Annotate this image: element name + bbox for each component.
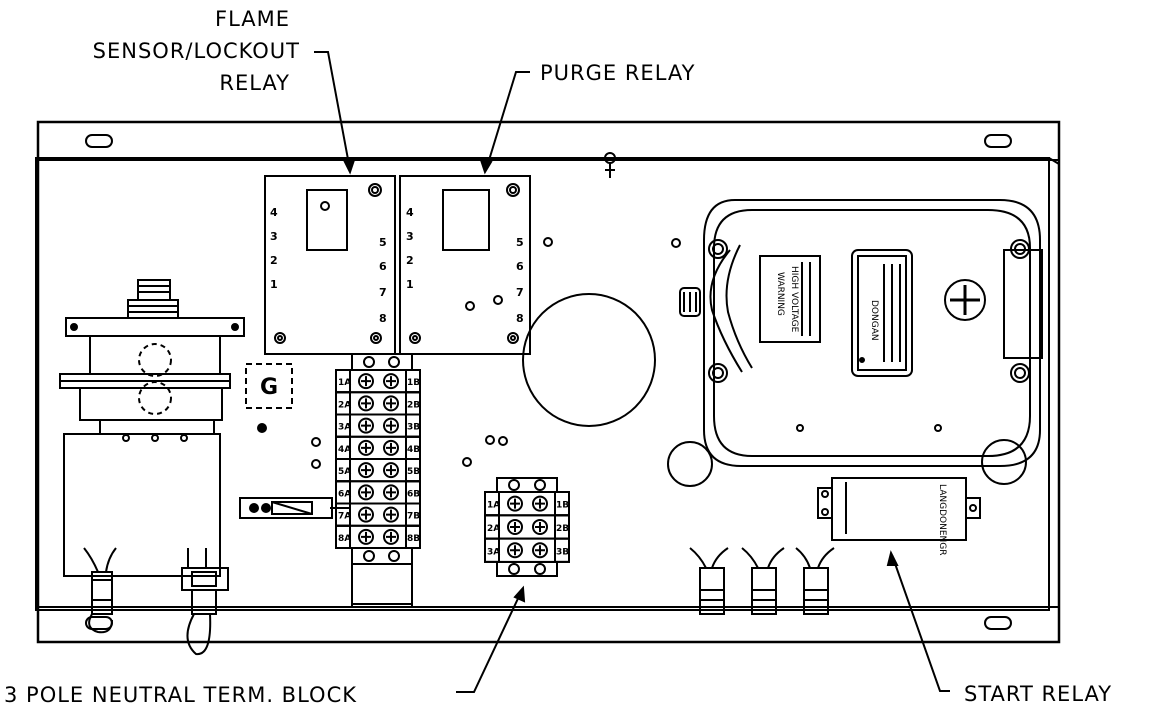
flame-sensor-relay: 4 3 2 1 5 6 7 8 bbox=[264, 175, 396, 355]
transformer-warning-line1: WARNING bbox=[775, 272, 785, 316]
terminal-label-right: 8B bbox=[407, 534, 420, 544]
callout-leaders bbox=[314, 51, 950, 693]
terminal-label: 3 bbox=[270, 230, 278, 243]
terminal-label-left: 3A bbox=[338, 423, 351, 433]
purge-relay-label: PURGE RELAY bbox=[540, 61, 695, 85]
terminal-label: 4 bbox=[270, 206, 278, 219]
start-relay-label: START RELAY bbox=[964, 682, 1112, 706]
terminal-label-left: 1A bbox=[338, 378, 351, 388]
terminal-label-right: 2B bbox=[407, 400, 420, 410]
mount-slot-bottom-right bbox=[984, 616, 1012, 630]
terminal-label-left: 6A bbox=[338, 489, 351, 499]
neutral-terminal-block: 1A 1B 2A 2B 3A 3B bbox=[484, 477, 570, 577]
terminal-label: 8 bbox=[379, 312, 387, 325]
terminal-label: 2 bbox=[406, 254, 414, 267]
terminal-label: 7 bbox=[516, 286, 524, 299]
terminal-label-left: 1A bbox=[487, 501, 500, 511]
cable-connectors bbox=[83, 547, 835, 656]
ground-label: G bbox=[260, 375, 278, 400]
start-relay: LANGDONENGR bbox=[817, 477, 981, 555]
terminal-label-right: 7B bbox=[407, 512, 420, 522]
neutral-block-label: 3 POLE NEUTRAL TERM. BLOCK bbox=[4, 683, 357, 707]
terminal-label-right: 3B bbox=[407, 423, 420, 433]
terminal-label-right: 1B bbox=[556, 501, 569, 511]
terminal-label: 4 bbox=[406, 206, 414, 219]
terminal-label-left: 4A bbox=[338, 445, 351, 455]
terminal-label-right: 3B bbox=[556, 547, 569, 557]
purge-relay: 4 3 2 1 5 6 7 8 bbox=[399, 175, 531, 355]
terminal-label-right: 4B bbox=[407, 445, 420, 455]
terminal-label: 7 bbox=[379, 286, 387, 299]
mount-slot-top-left bbox=[85, 134, 113, 148]
terminal-label: 5 bbox=[379, 236, 387, 249]
terminal-label-left: 3A bbox=[487, 547, 500, 557]
flame-sensor-label-line2: SENSOR/LOCKOUT bbox=[93, 39, 300, 63]
switch-assembly bbox=[239, 497, 350, 519]
flame-sensor-label-line3: RELAY bbox=[219, 71, 290, 95]
main-terminal-block: 1A 1B 2A 2B 3A 3B 4A 4B 5A 5B 6A 6B 7A 7B 8A 8B bbox=[335, 353, 421, 608]
terminal-label-left: 7A bbox=[338, 512, 351, 522]
ignition-assembly bbox=[59, 279, 245, 577]
terminal-label-left: 8A bbox=[338, 534, 351, 544]
panel-enclosure bbox=[35, 120, 1061, 644]
terminal-label: 3 bbox=[406, 230, 414, 243]
terminal-label-right: 5B bbox=[407, 467, 420, 477]
terminal-label: 6 bbox=[379, 260, 387, 273]
terminal-label-right: 2B bbox=[556, 524, 569, 534]
terminal-label: 6 bbox=[516, 260, 524, 273]
terminal-label: 2 bbox=[270, 254, 278, 267]
terminal-label-left: 2A bbox=[487, 524, 500, 534]
ignition-transformer: WARNING HIGH VOLTAGE DONGAN bbox=[522, 199, 1043, 487]
terminal-label-left: 5A bbox=[338, 467, 351, 477]
terminal-label: 1 bbox=[406, 278, 414, 291]
transformer-opening bbox=[522, 293, 656, 427]
mount-slot-top-right bbox=[984, 134, 1012, 148]
flame-sensor-label-line1: FLAME bbox=[215, 7, 290, 31]
start-relay-text: LANGDONENGR bbox=[937, 484, 947, 555]
terminal-label-right: 1B bbox=[407, 378, 420, 388]
terminal-label-right: 6B bbox=[407, 489, 420, 499]
terminal-label-left: 2A bbox=[338, 400, 351, 410]
transformer-warning-line2: HIGH VOLTAGE bbox=[789, 266, 799, 333]
terminal-label: 5 bbox=[516, 236, 524, 249]
transformer-brand: DONGAN bbox=[869, 300, 879, 341]
terminal-label: 1 bbox=[270, 278, 278, 291]
mounting-holes bbox=[257, 237, 681, 469]
terminal-label: 8 bbox=[516, 312, 524, 325]
ground-terminal: G bbox=[245, 363, 293, 409]
